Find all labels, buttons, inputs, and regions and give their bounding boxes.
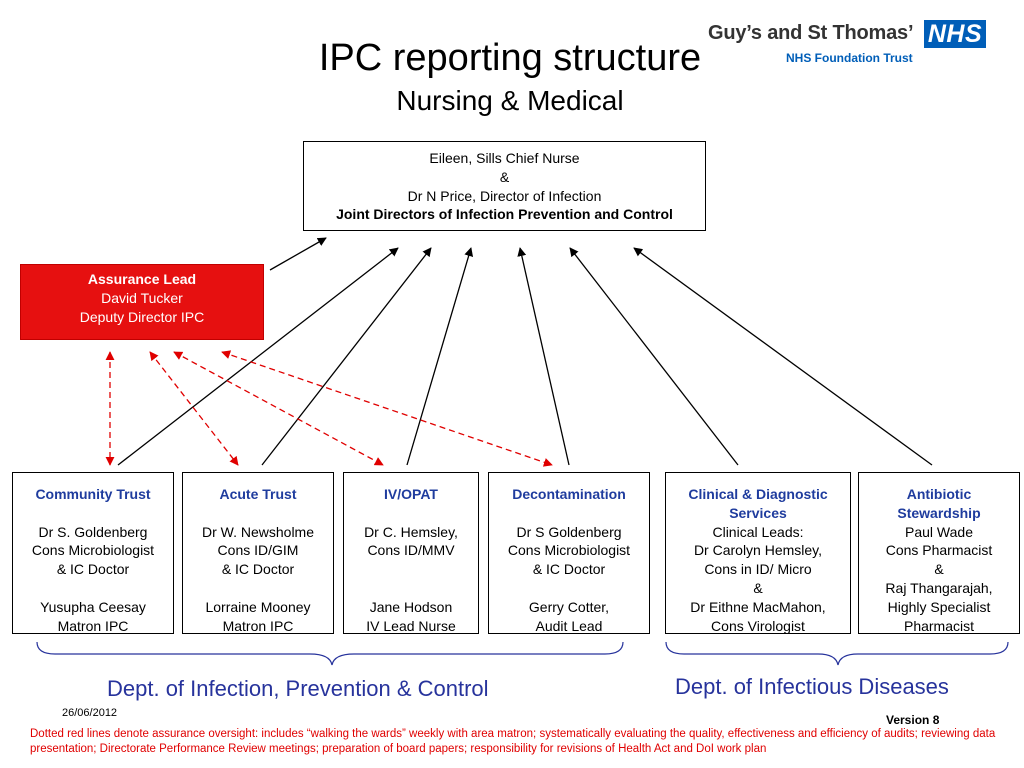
unit-line: [489, 504, 649, 523]
arrow-assurance-to-directors: [269, 237, 327, 271]
date-label: 26/06/2012: [62, 707, 118, 719]
unit-line: Cons ID/GIM: [217, 542, 299, 559]
dashed-arrow-ivopat: [173, 351, 384, 466]
arrow-clinical-to-directors: [569, 247, 739, 466]
unit-clinical-diagnostic: Clinical & Diagnostic Services Clinical …: [665, 472, 851, 634]
unit-line: [344, 504, 478, 523]
unit-line: Dr S Goldenberg: [516, 523, 622, 540]
unit-line: Matron IPC: [222, 617, 294, 634]
unit-line: Dr W. Newsholme: [201, 523, 315, 540]
unit-title: Decontamination: [512, 486, 626, 502]
version-label: Version 8: [886, 713, 940, 727]
unit-line: [13, 504, 173, 523]
unit-line: [183, 579, 333, 598]
arrow-acute-to-directors: [261, 247, 432, 466]
unit-line: Yusupha Ceesay: [40, 598, 146, 615]
unit-line: Cons Microbiologist: [507, 542, 631, 559]
unit-line: Dr Carolyn Hemsley,: [693, 542, 823, 559]
unit-line: Cons Pharmacist: [885, 542, 993, 559]
unit-line: Paul Wade: [905, 523, 973, 540]
unit-line: [489, 579, 649, 598]
dashed-arrow-acute: [149, 351, 239, 466]
unit-title: Community Trust: [35, 486, 151, 502]
directors-box: Eileen, Sills Chief Nurse & Dr N Price, …: [303, 141, 706, 231]
page-subtitle: Nursing & Medical: [396, 85, 624, 116]
dept-id-label: Dept. of Infectious Diseases: [675, 674, 949, 699]
unit-line: Dr Eithne MacMahon,: [690, 598, 826, 615]
unit-line: & IC Doctor: [532, 561, 606, 578]
unit-community-trust: Community Trust Dr S. Goldenberg Cons Mi…: [12, 472, 174, 634]
unit-line: Audit Lead: [535, 617, 603, 634]
unit-decontamination: Decontamination Dr S Goldenberg Cons Mic…: [488, 472, 650, 634]
unit-line: Jane Hodson: [369, 598, 453, 615]
unit-line: Cons in ID/ Micro: [704, 561, 812, 578]
unit-line: Lorraine Mooney: [205, 598, 311, 615]
unit-antibiotic-stewardship: Antibiotic Stewardship Paul Wade Cons Ph…: [858, 472, 1020, 634]
unit-iv-opat: IV/OPAT Dr C. Hemsley, Cons ID/MMV Jane …: [343, 472, 479, 634]
trust-logo-subtitle: NHS Foundation Trust: [786, 51, 913, 65]
arrow-antibiotic-to-directors: [633, 247, 933, 466]
assurance-lead-box: Assurance Lead David Tucker Deputy Direc…: [20, 264, 264, 340]
unit-line: IV Lead Nurse: [366, 617, 456, 634]
assurance-title: Assurance Lead: [87, 271, 197, 287]
directors-line-3: Dr N Price, Director of Infection: [407, 187, 602, 204]
unit-line: [344, 579, 478, 598]
assurance-name: David Tucker: [101, 290, 183, 306]
unit-acute-trust: Acute Trust Dr W. Newsholme Cons ID/GIM …: [182, 472, 334, 634]
assurance-role: Deputy Director IPC: [79, 309, 205, 325]
dept-ipc-label: Dept. of Infection, Prevention & Control: [107, 676, 489, 701]
directors-line-1: Eileen, Sills Chief Nurse: [429, 150, 580, 166]
brace-ipc: [36, 641, 624, 666]
unit-line: & IC Doctor: [221, 561, 295, 578]
unit-line: &: [934, 561, 944, 578]
unit-line: Clinical Leads:: [712, 523, 804, 540]
unit-line: Gerry Cotter,: [528, 598, 610, 615]
unit-title: Antibiotic Stewardship: [897, 486, 981, 521]
unit-line: Raj Thangarajah,: [885, 579, 993, 596]
page-title: IPC reporting structure: [318, 37, 702, 79]
dashed-arrow-decon: [221, 350, 553, 467]
unit-line: Dr S. Goldenberg: [38, 523, 148, 540]
unit-line: Cons ID/MMV: [367, 542, 455, 559]
directors-line-4: Joint Directors of Infection Prevention …: [336, 206, 673, 223]
unit-line: Highly Specialist: [887, 598, 991, 615]
unit-line: Cons Virologist: [711, 617, 805, 634]
directors-line-2: &: [499, 168, 510, 185]
arrow-ivopat-to-directors: [406, 247, 474, 466]
unit-line: Dr C. Hemsley,: [364, 523, 458, 540]
unit-line: [13, 579, 173, 598]
unit-line: & IC Doctor: [56, 561, 130, 578]
nhs-logo: NHS: [924, 20, 986, 48]
unit-line: [183, 504, 333, 523]
unit-line: Cons Microbiologist: [31, 542, 155, 559]
unit-line: Matron IPC: [57, 617, 129, 634]
unit-title: Clinical & Diagnostic Services: [688, 486, 828, 521]
trust-logo-text: Guy’s and St Thomas’: [708, 22, 914, 44]
arrow-decon-to-directors: [517, 247, 570, 466]
unit-line: [344, 560, 478, 579]
unit-line: &: [753, 579, 763, 596]
footnote: Dotted red lines denote assurance oversi…: [30, 728, 996, 755]
brace-id: [665, 641, 1009, 666]
unit-title: Acute Trust: [219, 486, 297, 502]
unit-line: Pharmacist: [903, 617, 975, 634]
unit-title: IV/OPAT: [384, 486, 438, 502]
